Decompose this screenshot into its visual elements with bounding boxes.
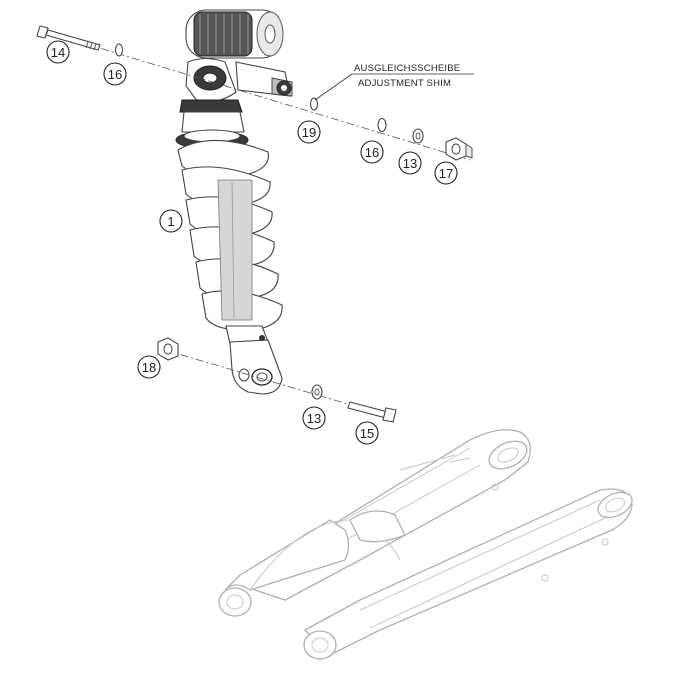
nut-17 [445, 137, 473, 161]
label-1: 1 [159, 209, 183, 233]
label-17: 17 [434, 161, 458, 185]
label-19: 19 [297, 120, 321, 144]
svg-text:18: 18 [142, 360, 156, 375]
top-hardware [36, 25, 473, 161]
swingarm [218, 429, 633, 660]
bottom-clevis [225, 325, 283, 395]
label-13-right: 13 [398, 151, 422, 175]
label-13-bottom: 13 [302, 406, 326, 430]
part-labels: 14 16 19 16 13 17 1 18 [46, 40, 458, 445]
label-16-right: 16 [360, 140, 384, 164]
top-mount [185, 57, 293, 103]
adjustment-shim-callout: AUSGLEICHSSCHEIBE ADJUSTMENT SHIM [314, 63, 474, 101]
svg-text:1: 1 [167, 214, 174, 229]
label-18: 18 [137, 355, 161, 379]
nut-18 [157, 337, 179, 361]
bottom-hardware [157, 337, 397, 423]
label-15: 15 [355, 421, 379, 445]
label-16-top: 16 [103, 62, 127, 86]
reservoir [185, 9, 284, 59]
svg-text:17: 17 [439, 166, 453, 181]
svg-text:16: 16 [365, 145, 379, 160]
washer-16-right [377, 117, 387, 133]
shock-absorber [175, 9, 293, 395]
bolt-15 [347, 401, 397, 423]
spring [177, 139, 283, 331]
svg-text:15: 15 [360, 426, 374, 441]
svg-text:19: 19 [302, 125, 316, 140]
washer-16-top [114, 43, 124, 57]
callout-line2: ADJUSTMENT SHIM [358, 78, 451, 89]
shim-19 [309, 97, 319, 111]
label-14: 14 [46, 40, 70, 64]
svg-text:13: 13 [403, 156, 417, 171]
svg-text:13: 13 [307, 411, 321, 426]
callout-line1: AUSGLEICHSSCHEIBE [354, 63, 460, 74]
svg-text:16: 16 [108, 67, 122, 82]
bolt-14 [36, 25, 101, 51]
svg-text:14: 14 [51, 45, 65, 60]
